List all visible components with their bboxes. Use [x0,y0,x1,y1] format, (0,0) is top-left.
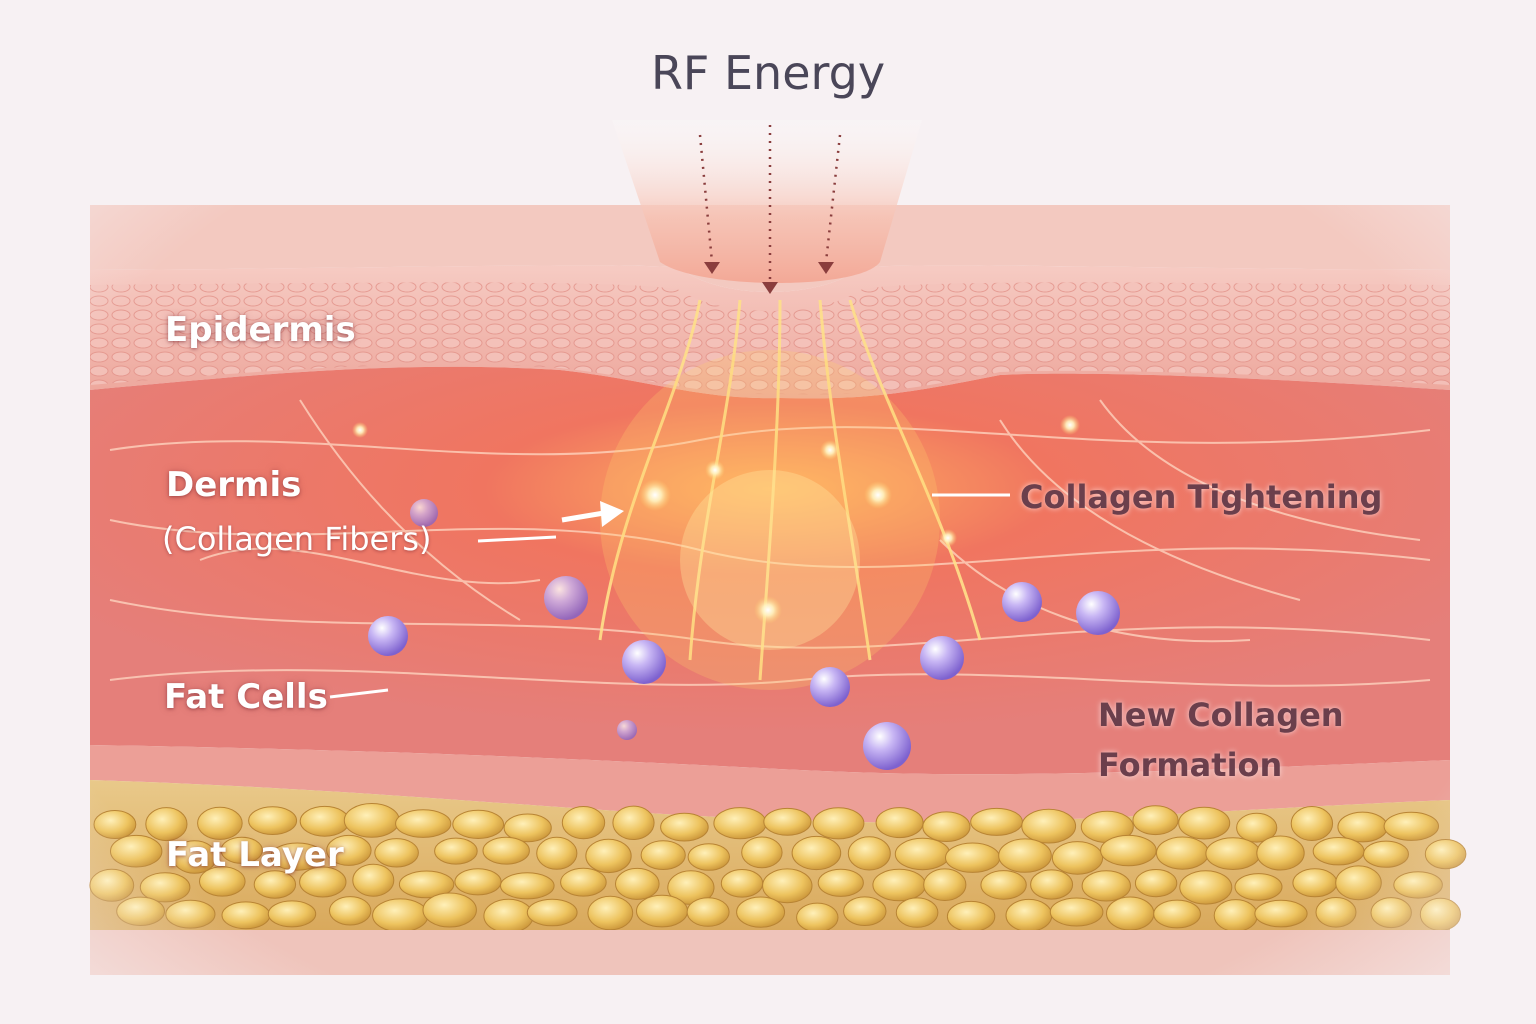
label-epidermis: Epidermis [165,310,356,350]
label-fat-layer: Fat Layer [166,835,344,875]
label-new-collagen-line2: Formation [1098,746,1283,784]
label-dermis-sub: (Collagen Fibers) [162,520,432,558]
label-dermis: Dermis [166,465,302,505]
label-new-collagen-line1: New Collagen [1098,696,1344,734]
label-fat-cells: Fat Cells [164,677,328,717]
label-collagen-tightening: Collagen Tightening [1020,478,1383,516]
diagram-title: RF Energy [650,46,886,100]
